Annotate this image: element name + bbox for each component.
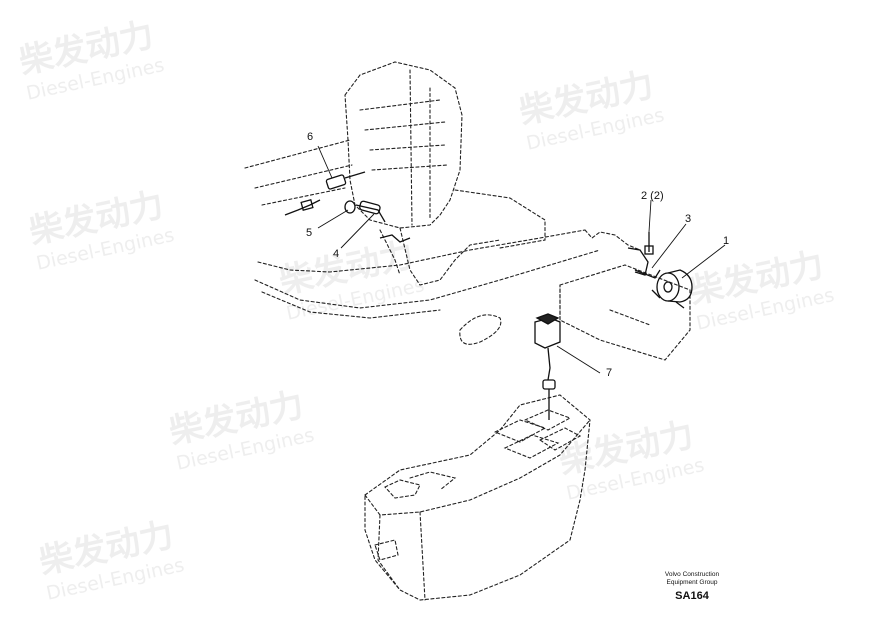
callout-4: 4	[333, 248, 340, 260]
harness-wire-right	[584, 229, 641, 251]
leader-lines	[317, 145, 726, 374]
callout-6: 6	[307, 131, 314, 143]
switch-panel	[493, 409, 582, 459]
harness-fitting-left	[284, 199, 411, 243]
callout-3: 3	[685, 213, 692, 225]
part-4-cable	[355, 200, 386, 223]
part-2-screw	[644, 232, 654, 255]
caption-company: Volvo Construction	[664, 571, 720, 578]
frame-rails	[244, 139, 601, 319]
part-5-clamp	[344, 200, 356, 214]
drawing-caption: Volvo Construction Equipment Group SA164	[655, 571, 729, 602]
side-plate	[559, 264, 691, 361]
control-valve-outline	[344, 61, 501, 286]
part-1-buzzer	[651, 269, 693, 309]
part-6-connector	[325, 171, 366, 190]
callout-2: 2 (2)	[641, 190, 664, 202]
part-3-bracket	[627, 247, 661, 279]
callout-7: 7	[606, 367, 613, 379]
part-7-switch	[534, 313, 561, 420]
callout-5: 5	[306, 227, 313, 239]
drawing-code: SA164	[675, 590, 709, 602]
oval-cutout	[459, 314, 502, 345]
callout-1: 1	[723, 235, 730, 247]
caption-group: Equipment Group	[666, 579, 718, 586]
operator-console	[364, 394, 591, 601]
